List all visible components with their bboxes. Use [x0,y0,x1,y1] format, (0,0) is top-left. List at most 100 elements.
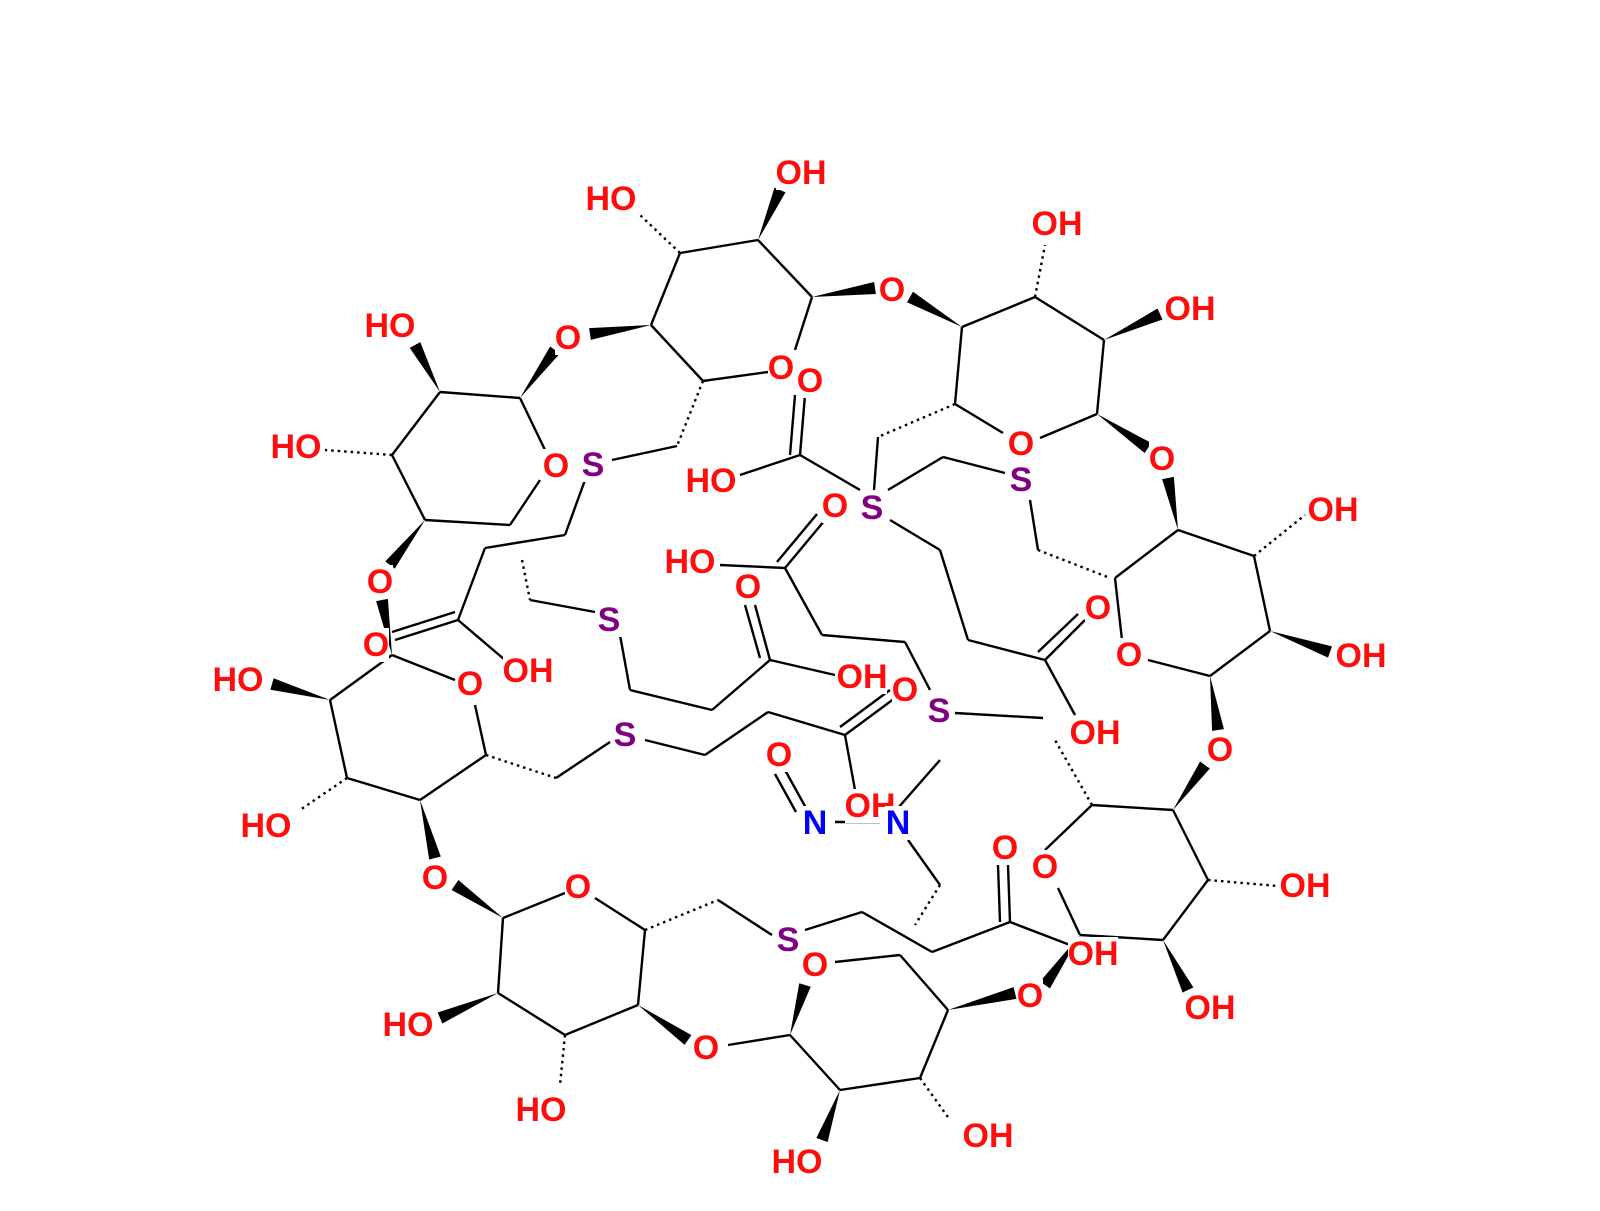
hashed-bond [919,1077,951,1121]
sulfur-atom: S [777,921,800,959]
oxygen-atom: O [802,946,828,984]
wedge-bond [1270,631,1332,658]
wedge-bond [385,520,425,569]
bond [839,1076,921,1092]
bond [497,991,566,1037]
hydroxyl-label: OH [837,658,888,696]
hydroxyl-label: OH [1185,989,1236,1027]
atom-label-background [665,545,715,579]
hydroxyl-label: OH [1280,867,1331,905]
bond [753,604,772,661]
oxygen-atom: O [992,829,1018,867]
oxygen-atom: O [1207,731,1233,769]
wedge-bond [409,342,440,392]
bond [743,604,762,659]
bond [872,436,880,491]
wedge-bond [437,993,498,1024]
bond [861,910,933,954]
oxygen-atom: O [822,487,848,525]
atom-label-background [892,673,918,707]
atom-label-background [1185,991,1235,1025]
sulfur-atom: S [582,446,605,484]
oxygen-atom: O [892,671,918,709]
bond [1177,528,1255,558]
atom-label-background [367,565,393,599]
atom-label-background [580,448,606,482]
oxygen-atom: O [768,349,794,387]
bond [931,920,1011,954]
atom-label-background [565,870,591,904]
sulfur-atom: S [598,601,621,639]
oxygen-atom: O [1032,848,1058,886]
hashed-bond [558,1034,567,1086]
hashed-bond [913,884,942,926]
wedge-bond [1173,761,1210,810]
bond [1028,499,1040,551]
atom-label-background [963,1119,1013,1153]
bond [719,563,786,570]
bond [394,618,459,642]
bond [391,610,456,634]
atom-label-background [837,660,887,694]
bond [784,519,826,569]
bond [555,741,611,779]
atom-label-background [879,273,905,307]
bond [473,704,488,756]
oxygen-atom: O [797,362,823,400]
bond [1009,920,1071,947]
hashed-bond [675,380,705,447]
oxygen-atom: O [555,319,581,357]
bond [1039,412,1098,440]
bond [717,898,773,937]
bond [529,598,596,614]
bond [789,1034,841,1091]
hydroxyl-label: OH [963,1117,1014,1155]
hashed-bond [877,402,956,439]
hydroxyl-label: OH [503,652,554,690]
hydroxyl-label: HO [686,462,737,500]
bond [391,653,456,682]
hydroxyl-label: HO [241,807,292,845]
hydroxyl-label: HO [213,661,264,699]
bond [1171,809,1210,881]
oxygen-atom: O [543,447,569,485]
atom-label-background [1017,979,1043,1013]
atom-label-background [859,491,885,525]
nitrogen-atom: N [803,804,828,842]
bond [328,699,349,779]
bond [903,641,932,691]
bond [1043,659,1077,716]
atom-label-background [457,667,483,701]
bond [702,370,769,383]
atom-label-background [1070,716,1120,750]
oxygen-atom: O [1017,977,1043,1015]
atom-label-background [797,364,823,398]
bond [843,734,857,791]
wedge-bond [451,880,503,918]
atom-label-background [422,861,448,895]
hydroxyl-label: OH [1070,714,1121,752]
wedge-bond [420,800,441,860]
atom-label-background [1085,591,1111,625]
bond [618,634,632,691]
bond [1114,529,1179,579]
bond [496,917,505,994]
bond [889,518,941,552]
bond [897,759,941,809]
hashed-bond [1253,514,1306,557]
bond [1044,804,1093,851]
hashed-bond [644,898,719,932]
wedge-bond [270,678,330,700]
bond [1037,613,1079,653]
atom-label-background [555,321,581,355]
wedge-bond [520,346,560,398]
atom-label-background [1068,937,1118,971]
atom-label-background [1308,493,1358,527]
bond [727,1033,791,1047]
oxygen-atom: O [879,271,905,309]
bond [821,633,906,644]
sulfur-atom: S [861,489,884,527]
wedge-bond [816,1090,840,1143]
bonds [270,187,1332,1143]
oxygen-atom: O [363,626,389,664]
